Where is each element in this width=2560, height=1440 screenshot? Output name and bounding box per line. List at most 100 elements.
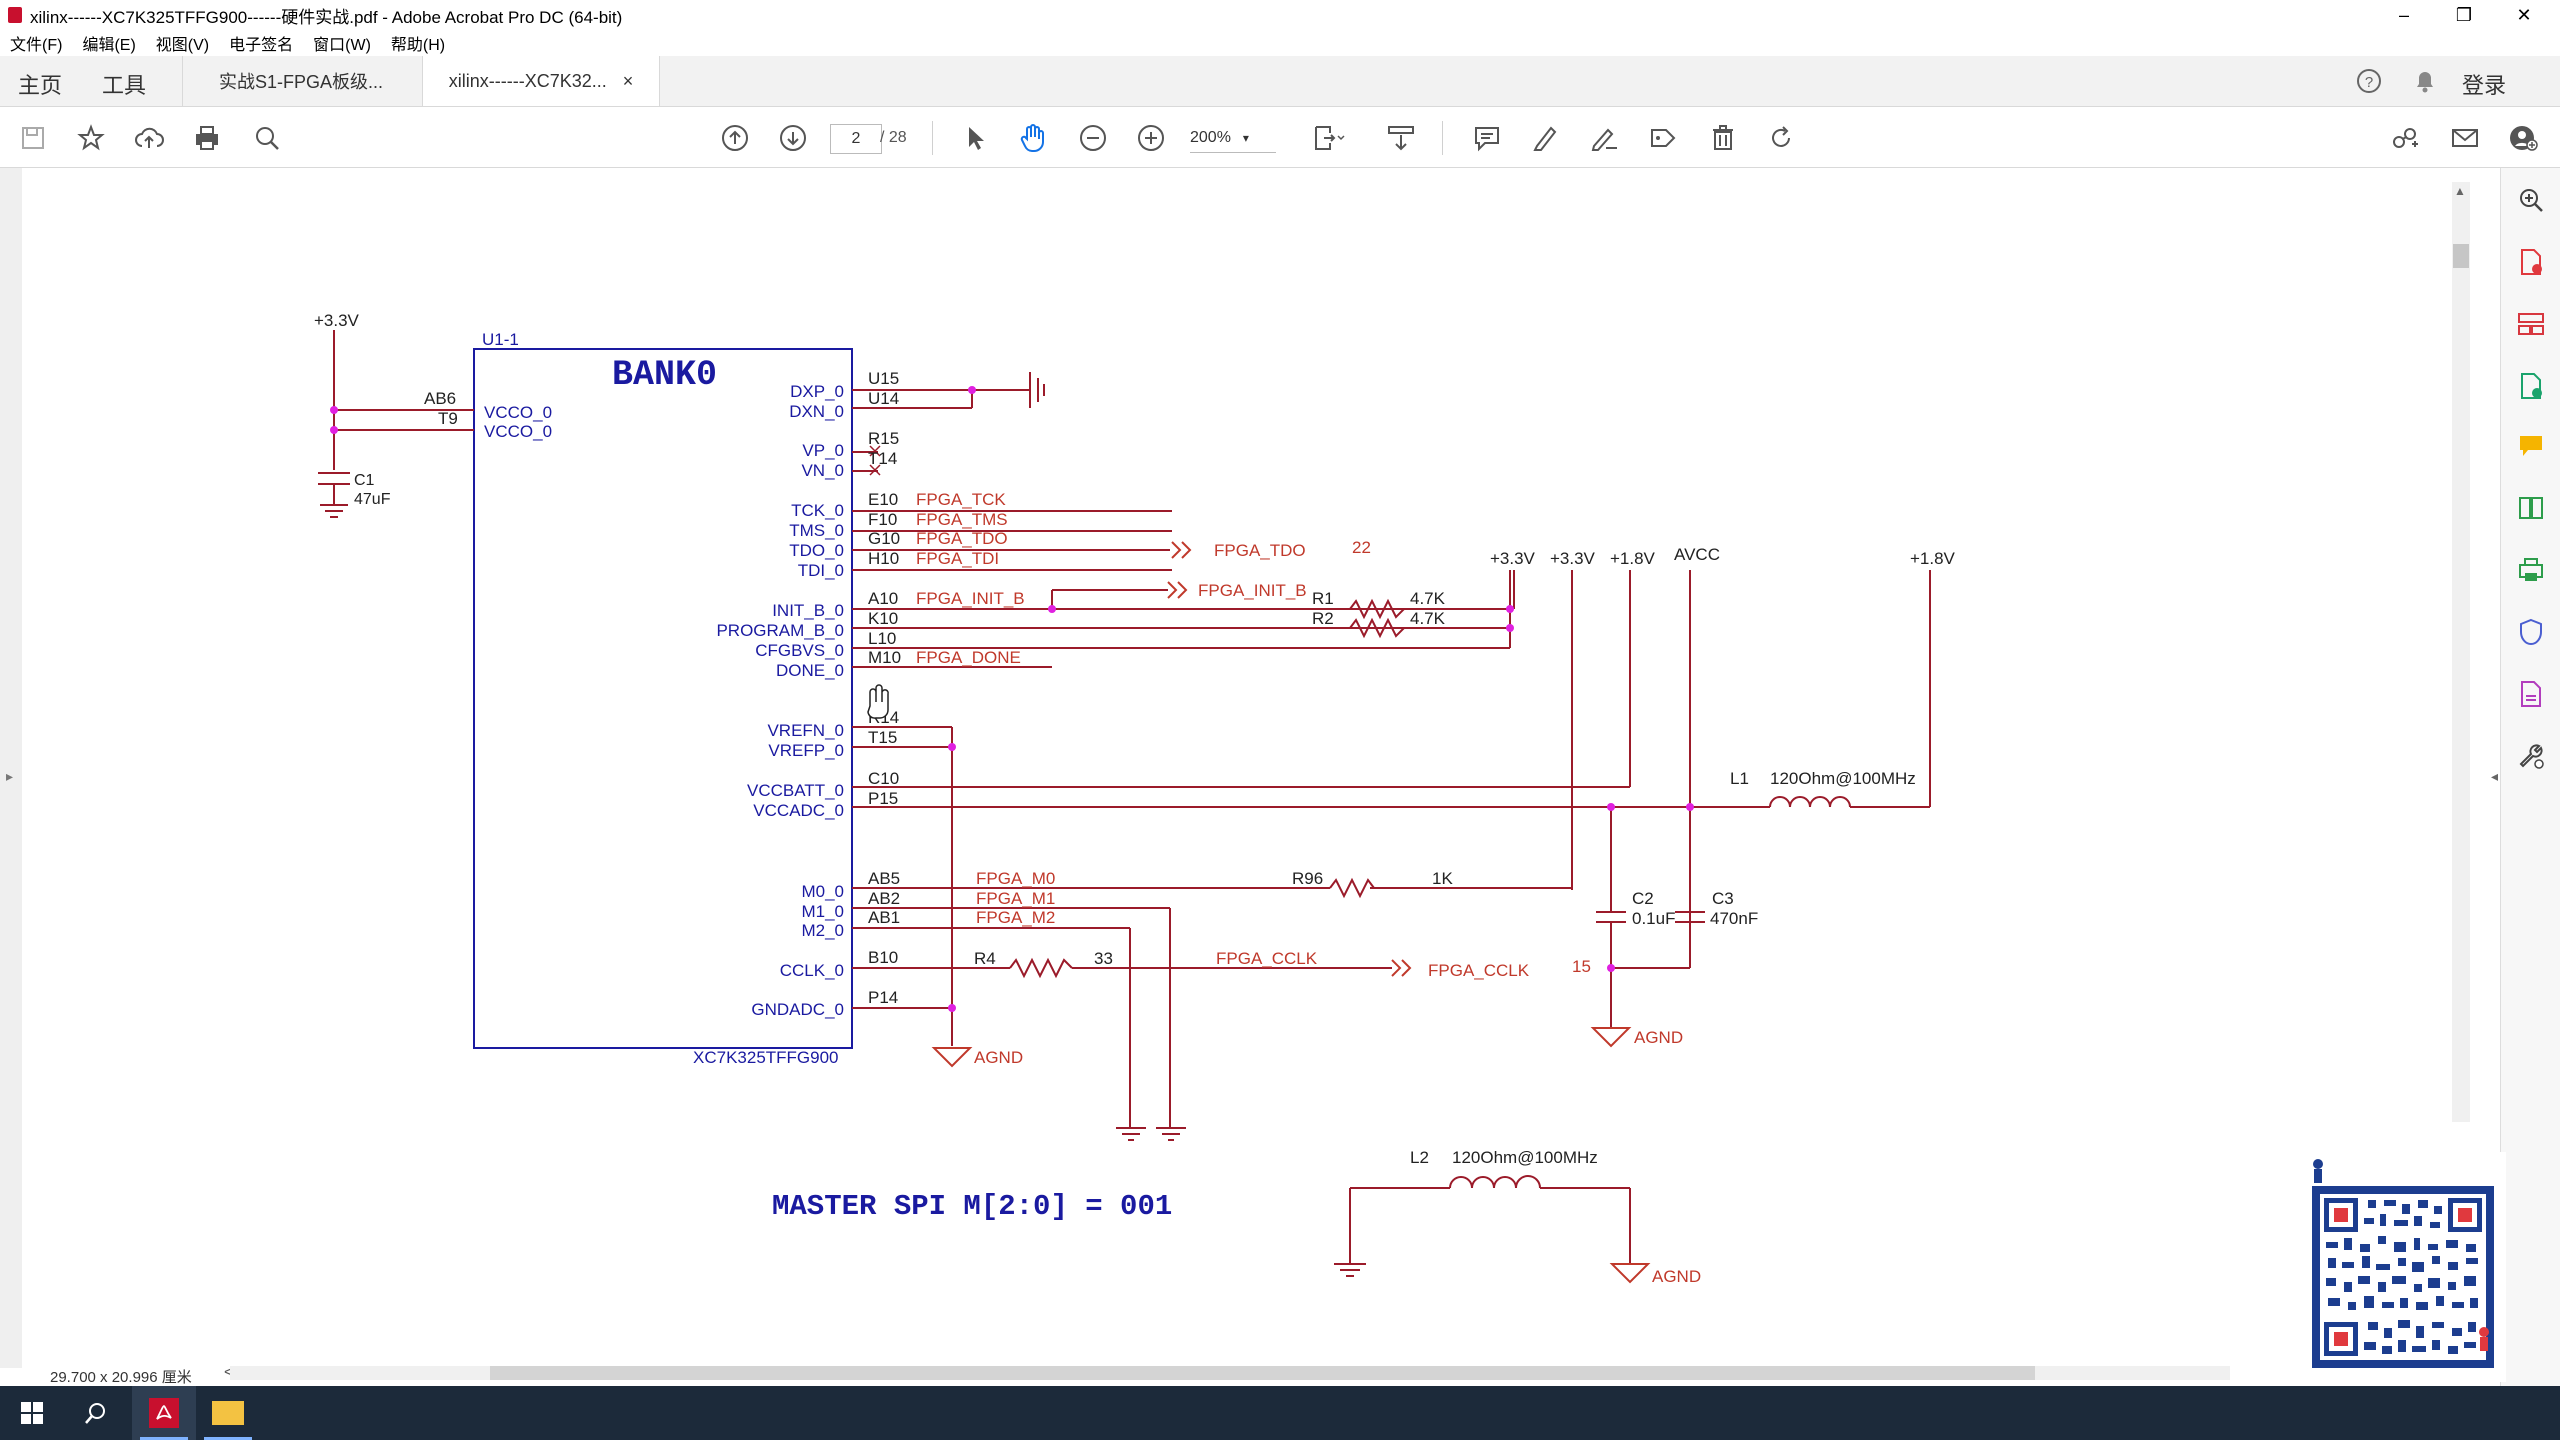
taskbar-acrobat-icon[interactable] xyxy=(132,1386,196,1440)
pin-num: E10 xyxy=(868,490,898,509)
page-number-input[interactable]: 2 xyxy=(830,124,882,154)
scroll-mode-icon[interactable] xyxy=(1384,121,1418,155)
pin-name: VCCADC_0 xyxy=(753,801,844,820)
pin-num: AB1 xyxy=(868,908,900,927)
add-account-icon[interactable] xyxy=(2506,121,2540,155)
close-window-button[interactable]: ✕ xyxy=(2516,4,2532,25)
organize-pages-icon[interactable] xyxy=(2515,308,2547,340)
comment-icon[interactable] xyxy=(1470,121,1504,155)
tab-bar: 主页 工具 实战S1-FPGA板级... xilinx------XC7K32.… xyxy=(0,56,2560,107)
vertical-scroll-thumb[interactable] xyxy=(2453,244,2469,268)
save-icon[interactable] xyxy=(16,121,50,155)
left-panel-collapse[interactable]: ▸ xyxy=(0,168,22,1368)
tab-tools[interactable]: 工具 xyxy=(102,73,147,98)
pin-num: AB2 xyxy=(868,889,900,908)
enhance-zoom-icon[interactable] xyxy=(2515,184,2547,216)
pin-name: TDI_0 xyxy=(798,561,844,580)
notification-bell-icon[interactable] xyxy=(2410,66,2440,96)
chevron-down-icon: ▾ xyxy=(1242,131,1249,145)
scroll-left-arrow-icon[interactable]: < xyxy=(224,1364,234,1381)
pin-num: T14 xyxy=(868,449,897,468)
rotate-icon[interactable] xyxy=(1764,121,1798,155)
tab-document-2[interactable]: xilinx------XC7K32... × xyxy=(422,56,660,106)
tab-home[interactable]: 主页 xyxy=(18,73,63,98)
menu-view[interactable]: 视图(V) xyxy=(155,37,210,54)
zoom-level-select[interactable]: 200% ▾ xyxy=(1190,124,1276,153)
r4-label: R4 xyxy=(974,949,996,968)
zoom-out-icon[interactable] xyxy=(1076,121,1110,155)
pin-name: DXN_0 xyxy=(789,402,844,421)
pin-name: M1_0 xyxy=(801,902,844,921)
menu-help[interactable]: 帮助(H) xyxy=(390,37,446,54)
page-fit-icon[interactable] xyxy=(1312,121,1346,155)
upload-cloud-icon[interactable] xyxy=(132,121,166,155)
r2-resistor xyxy=(1349,617,1405,639)
taskbar-file-explorer-icon[interactable] xyxy=(196,1386,260,1440)
restore-button[interactable]: ❐ xyxy=(2455,4,2473,25)
r1-resistor xyxy=(1349,598,1405,620)
menu-window[interactable]: 窗口(W) xyxy=(313,37,371,54)
scroll-up-arrow-icon[interactable]: ▲ xyxy=(2454,184,2466,198)
pin-name: INIT_B_0 xyxy=(772,601,844,620)
pin-num: A10 xyxy=(868,589,898,608)
login-button[interactable]: 登录 xyxy=(2462,73,2507,98)
pin-name: VP_0 xyxy=(802,441,844,460)
comment-panel-icon[interactable] xyxy=(2515,430,2547,462)
tab-document-1[interactable]: 实战S1-FPGA板级... xyxy=(182,56,419,106)
net-label: FPGA_TDO xyxy=(916,529,1008,548)
collapse-right-panel-icon[interactable]: ◂ xyxy=(2491,768,2499,784)
pin-num: P14 xyxy=(868,988,898,1007)
create-pdf-icon[interactable] xyxy=(2515,246,2547,278)
pin-name: VREFN_0 xyxy=(767,721,844,740)
protect-shield-icon[interactable] xyxy=(2515,616,2547,648)
select-cursor-icon[interactable] xyxy=(958,121,992,155)
share-link-icon[interactable] xyxy=(2388,121,2422,155)
compare-files-icon[interactable] xyxy=(2515,492,2547,524)
print-icon[interactable] xyxy=(190,121,224,155)
zoom-in-icon[interactable] xyxy=(1134,121,1168,155)
menu-file[interactable]: 文件(F) xyxy=(10,37,63,54)
minimize-button[interactable]: – xyxy=(2398,4,2409,25)
help-icon[interactable]: ? xyxy=(2354,66,2384,96)
highlight-pen-icon[interactable] xyxy=(1528,121,1562,155)
delete-trash-icon[interactable] xyxy=(1706,121,1740,155)
sign-icon[interactable] xyxy=(1588,121,1622,155)
svg-text:?: ? xyxy=(2365,74,2373,91)
tdo-page-ref: 22 xyxy=(1352,538,1371,557)
fill-sign-icon[interactable] xyxy=(2515,678,2547,710)
menu-esign[interactable]: 电子签名 xyxy=(229,37,294,54)
zoom-level-value: 200% xyxy=(1190,129,1231,146)
print-production-icon[interactable] xyxy=(2515,554,2547,586)
more-tools-icon[interactable] xyxy=(2515,740,2547,772)
document-viewport[interactable] xyxy=(0,168,2500,1368)
hand-tool-icon[interactable] xyxy=(1016,121,1050,155)
right-tools-panel: ◂ xyxy=(2491,168,2560,1388)
cclk-net-label: FPGA_CCLK xyxy=(1216,949,1318,968)
qr-code-image xyxy=(2312,1159,2494,1368)
email-icon[interactable] xyxy=(2448,121,2482,155)
windows-start-icon[interactable] xyxy=(0,1386,64,1440)
expand-left-panel-icon[interactable]: ▸ xyxy=(6,768,14,784)
pin-num: C10 xyxy=(868,769,899,788)
r2-value: 4.7K xyxy=(1410,609,1446,628)
horizontal-scroll-thumb[interactable] xyxy=(490,1366,2035,1380)
taskbar-search-icon[interactable] xyxy=(64,1386,128,1440)
c3-label: C3 xyxy=(1712,889,1734,908)
bookmark-star-icon[interactable] xyxy=(74,121,108,155)
stamp-tag-icon[interactable] xyxy=(1646,121,1680,155)
close-tab-icon[interactable]: × xyxy=(622,70,634,91)
pin-num: U14 xyxy=(868,389,899,408)
previous-page-icon[interactable] xyxy=(718,121,752,155)
next-page-icon[interactable] xyxy=(776,121,810,155)
tab-document-1-label: 实战S1-FPGA板级... xyxy=(218,72,384,92)
search-zoom-icon[interactable] xyxy=(250,121,284,155)
schematic-page: U1-1 BANK0 XC7K325TFFG900 +3.3V C1 47uF … xyxy=(314,311,1956,1286)
pin-num: R15 xyxy=(868,429,899,448)
vertical-scrollbar[interactable] xyxy=(2452,182,2470,1122)
menu-edit[interactable]: 编辑(E) xyxy=(82,37,136,54)
window-title: xilinx------XC7K325TFFG900------硬件实战.pdf… xyxy=(30,7,623,27)
menu-bar: 文件(F) 编辑(E) 视图(V) 电子签名 窗口(W) 帮助(H) xyxy=(0,30,2560,56)
export-pdf-icon[interactable] xyxy=(2515,370,2547,402)
net-label: FPGA_TDI xyxy=(916,549,999,568)
l2-inductor xyxy=(1449,1175,1541,1189)
